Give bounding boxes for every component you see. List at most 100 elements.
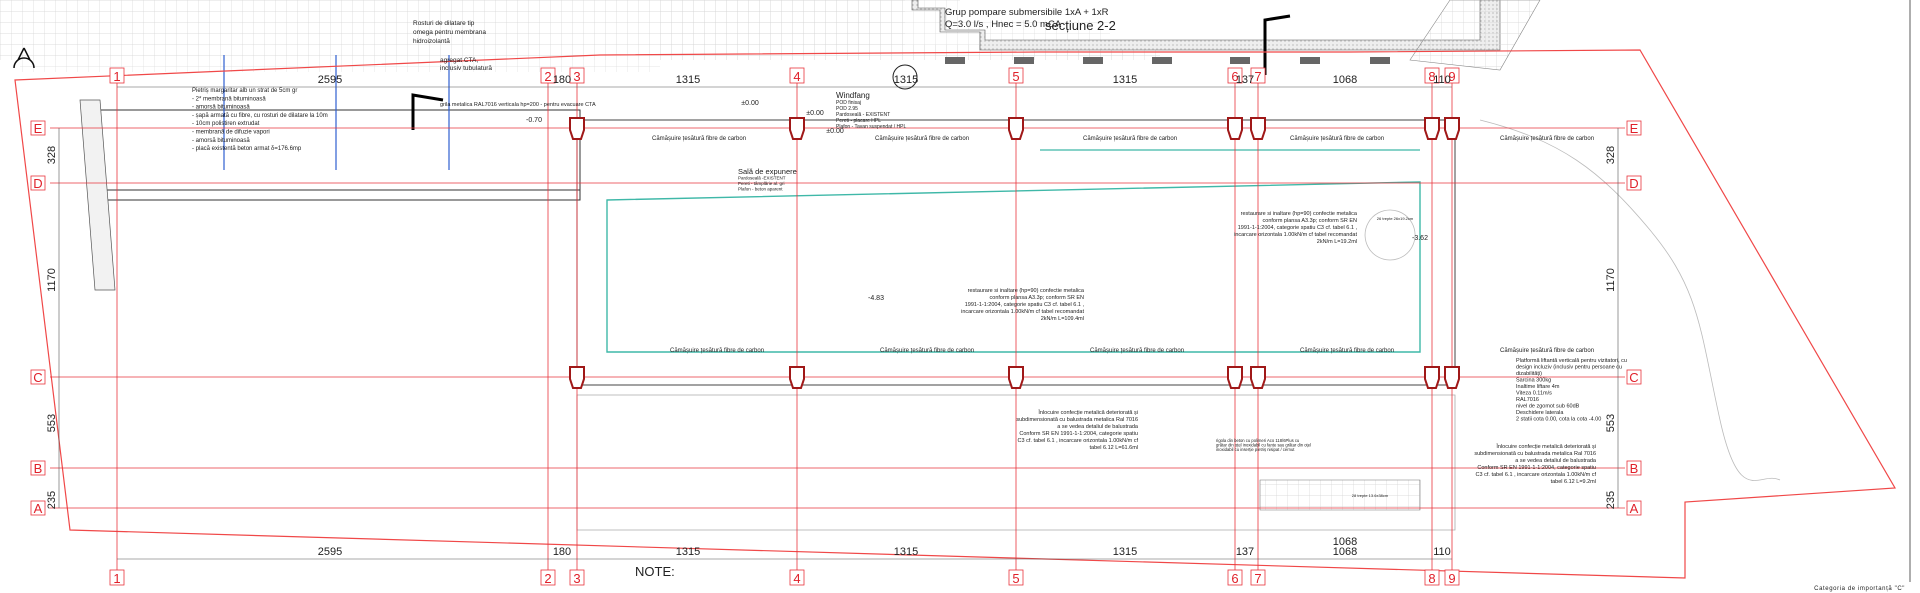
- room-label-exhibition-hall: Plafon - beton aparent: [738, 187, 783, 192]
- dimension-label: 1068: [1333, 536, 1357, 548]
- grid-column-label: 5: [1012, 571, 1019, 586]
- railing-note: 1991-1-1:2004, categorie spatiu C3 cf. t…: [965, 302, 1085, 308]
- grid-bubble-row: [1626, 500, 1642, 516]
- grid-bubble-column: [1424, 569, 1440, 586]
- replacement-note: tabel 6.12 L=9.2ml: [1551, 479, 1596, 485]
- lift-note: Platformă liftantă verticală pentru vizi…: [1516, 358, 1627, 364]
- dimension-label: 1068: [1333, 74, 1357, 86]
- grid-bubble-row: [30, 175, 46, 191]
- grid-bubble-column: [569, 569, 585, 586]
- column-jacket: [1008, 366, 1024, 389]
- grid-column-label: 7: [1254, 69, 1261, 84]
- grid-bubble-row: [30, 120, 46, 136]
- grid-row-label: A: [34, 501, 43, 516]
- column-jacket: [789, 117, 805, 140]
- spiral-stair: [1364, 209, 1416, 261]
- grid-column-label: 2: [544, 69, 551, 84]
- dimension-label: 1315: [894, 546, 918, 558]
- carbon-fiber-note: Cămășuire țesătură fibre de carbon: [1290, 136, 1384, 142]
- replacement-note: tabel 6.12 L=61.6ml: [1090, 445, 1138, 451]
- grid-column-label: 4: [793, 69, 800, 84]
- grid-bubble-column: [789, 67, 805, 84]
- dimension-label: 1170: [46, 268, 58, 292]
- grid-column-label: 6: [1231, 571, 1238, 586]
- stair-bottom: [1259, 479, 1421, 511]
- dimension-label: 553: [1605, 414, 1617, 432]
- roof-layers-note: - șapă armată cu fibre, cu rosturi de di…: [192, 113, 328, 119]
- note-heading: NOTE:: [635, 564, 675, 579]
- carbon-fiber-note: Cămășuire țesătură fibre de carbon: [1090, 348, 1184, 354]
- lift-note: RAL7016: [1516, 397, 1539, 403]
- grid-bubble-row: [1626, 369, 1642, 385]
- cta-note: inclusiv tubulatură: [440, 65, 492, 72]
- windfang-label: POD finisaj: [836, 100, 861, 106]
- railing-note: restaurare si inaltare (hp=90) confectie…: [968, 288, 1085, 294]
- grid-row-label: E: [1630, 121, 1639, 136]
- grid-column-label: 4: [793, 571, 800, 586]
- level-mark: -3.62: [1412, 235, 1428, 242]
- roof-structure-outline: [94, 109, 581, 201]
- site-boundary: [14, 49, 1897, 579]
- grid-bubble-row: [30, 369, 46, 385]
- grid-row-label: C: [33, 370, 42, 385]
- replacement-note: subdimensionată cu balustrada metalica R…: [1474, 451, 1596, 457]
- column-jacket: [1227, 117, 1243, 140]
- section-mark-left: [411, 93, 444, 130]
- importance-category: Categoria de importanță "C": [1814, 586, 1905, 592]
- fan-symbol: [892, 64, 918, 90]
- column-jacket: [1227, 366, 1243, 389]
- lift-note: dizabilități): [1516, 371, 1542, 377]
- level-mark: -0.70: [526, 117, 542, 124]
- grid-bubble-row: [1626, 460, 1642, 476]
- dimension-label: 137: [1236, 74, 1254, 86]
- column-jacket: [1444, 366, 1460, 389]
- grid-bubble-column: [109, 67, 125, 84]
- cta-note: agregat CTA,: [440, 57, 478, 64]
- roof-layers-note: - membrană de difuzie vapori: [192, 130, 270, 136]
- grid-bubble-row: [1626, 120, 1642, 136]
- grid-column-label: 2: [544, 571, 551, 586]
- expansion-joint-note: omega pentru membrana: [413, 29, 486, 36]
- grate-note: grătar din oțel inoxidabil cu fante sau …: [1216, 443, 1311, 448]
- annotations-layer: Grup pompare submersibile 1xA + 1xRQ=3.0…: [192, 7, 1905, 592]
- grate-note: inoxidabil cu inserție pietriș nisipat /…: [1216, 447, 1295, 452]
- dimension-label: 110: [1433, 74, 1451, 86]
- windfang-label: Windfang: [836, 91, 870, 100]
- grid-row-label: A: [1630, 501, 1639, 516]
- grid-bubble-row: [30, 500, 46, 516]
- carbon-fiber-note: Cămășuire țesătură fibre de carbon: [1500, 136, 1594, 142]
- dimension-label: 2595: [318, 74, 342, 86]
- grid-bubble-column: [1444, 569, 1460, 586]
- grid-column-label: 9: [1448, 69, 1455, 84]
- background-layer: [0, 0, 1911, 582]
- roof-layers-note: - placă existentă beton armat δ=176.6mp: [192, 146, 302, 152]
- expansion-joint-note: Rosturi de dilatare tip: [413, 20, 475, 27]
- dimension-label: 1315: [676, 546, 700, 558]
- terrace-hatch-left: [20, 0, 1130, 72]
- carbon-fiber-note: Cămășuire țesătură fibre de carbon: [880, 348, 974, 354]
- dimension-label: 1068: [1333, 546, 1357, 558]
- windfang-label: Pereti - placare HPL: [836, 118, 881, 124]
- stair-label: 28 trepte 13.6x38cm: [1352, 493, 1389, 498]
- carbon-fiber-note: Cămășuire țesătură fibre de carbon: [670, 348, 764, 354]
- stair-label: 26 trepte 26x19.2cm: [1377, 216, 1414, 221]
- grid-bubble-column: [540, 569, 556, 586]
- column-jacket: [1424, 117, 1440, 140]
- vent-grilles: [945, 57, 1390, 64]
- level-mark: ±0.00: [826, 128, 844, 135]
- room-label-exhibition-hall: Pardoseală -EXISTENT: [738, 176, 786, 181]
- grid-bubble-column: [1227, 569, 1243, 586]
- dimension-label: 1315: [676, 74, 700, 86]
- grid-bubble-column: [1424, 67, 1440, 84]
- grid-bubble-row: [30, 460, 46, 476]
- grid-row-label: D: [1629, 176, 1638, 191]
- carbon-fiber-note: Cămășuire țesătură fibre de carbon: [652, 136, 746, 142]
- grid-bubble-column: [109, 569, 125, 586]
- grid-bubble-column: [1227, 67, 1243, 84]
- column-jacket: [1424, 366, 1440, 389]
- dimension-label: 235: [46, 491, 58, 509]
- carbon-fiber-note: Cămășuire țesătură fibre de carbon: [875, 136, 969, 142]
- carbon-fiber-note: Cămășuire țesătură fibre de carbon: [1083, 136, 1177, 142]
- section-label: secțiune 2-2: [1045, 18, 1116, 33]
